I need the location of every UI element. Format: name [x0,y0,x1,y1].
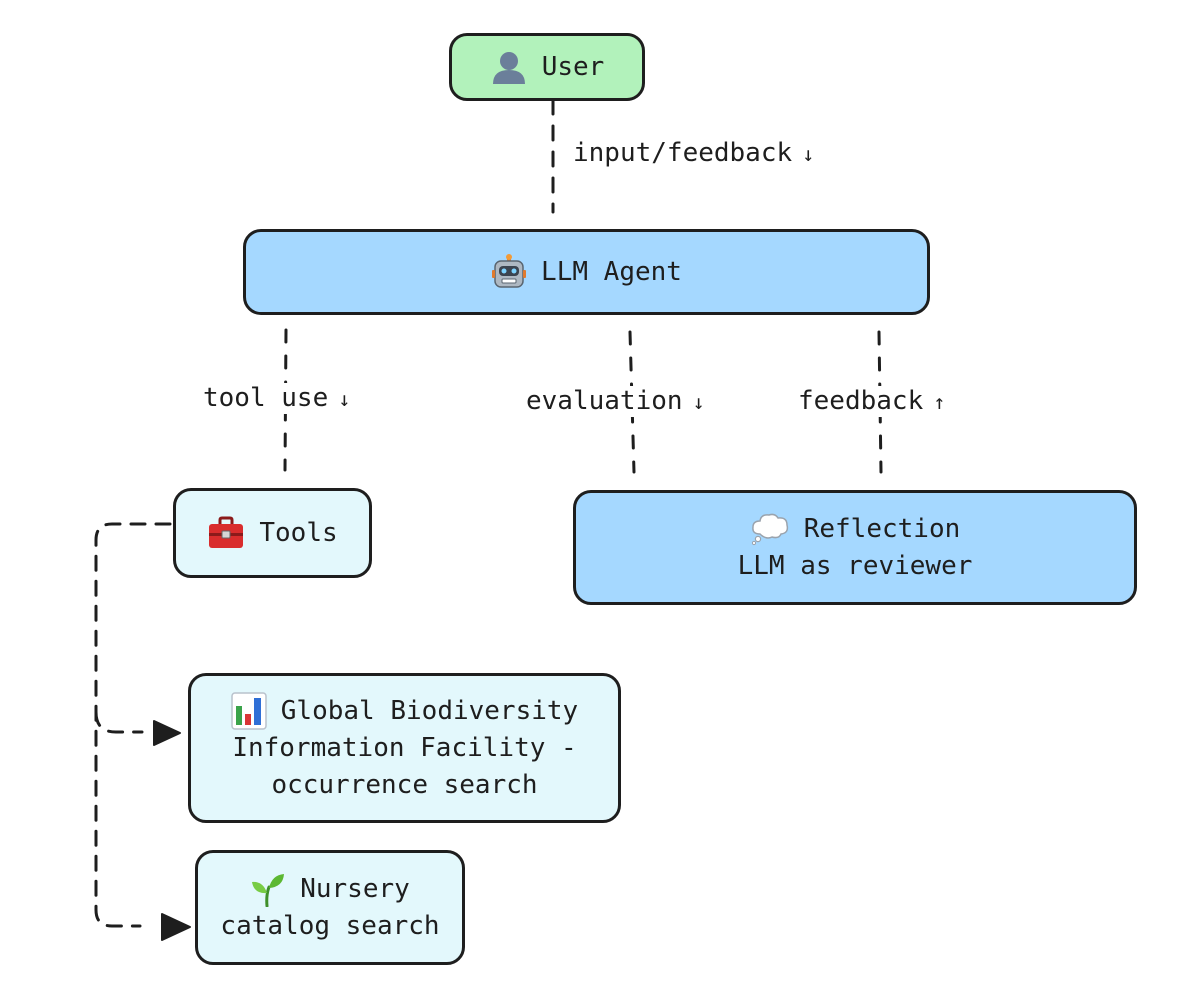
bar-chart-icon [231,692,267,730]
nursery-line-1: Nursery [300,873,410,904]
edge-label-feedback: feedback ↑ [796,386,948,417]
edge-tools-gbif [94,710,144,734]
llm-agent-node[interactable]: LLM Agent [243,229,930,315]
down-arrow-icon: ↓ [802,142,815,166]
down-arrow-icon: ↓ [692,390,705,414]
gbif-line-2: Information Facility - [232,733,577,763]
gbif-search-node[interactable]: Global Biodiversity Information Facility… [188,673,621,823]
edge-label-text: feedback [798,386,924,416]
gbif-line-3: occurrence search [271,770,538,800]
edge-agent-tools [283,328,288,472]
edge-label-text: tool use [203,383,329,413]
user-node[interactable]: User [449,33,645,101]
edge-label-evaluation: evaluation ↓ [524,386,707,417]
edge-agent-reflection [628,330,636,474]
nursery-line-2: catalog search [220,910,440,941]
up-arrow-icon: ↑ [933,390,946,414]
robot-icon [491,254,527,290]
reflection-subtitle: LLM as reviewer [737,550,973,581]
toolbox-icon [207,515,245,551]
edge-label-tool-use: tool use ↓ [201,383,353,414]
tools-label: Tools [259,517,338,548]
down-arrow-icon: ↓ [338,387,351,411]
seedling-icon [250,871,286,907]
arrowhead-gbif [153,720,181,746]
edge-label-text: evaluation [526,386,683,416]
user-label: User [541,51,605,82]
edge-reflection-agent [877,330,883,474]
reflection-title: Reflection [803,513,961,544]
reflection-node[interactable]: Reflection LLM as reviewer [573,490,1137,605]
user-silhouette-icon [490,48,528,86]
edge-label-input-feedback: input/feedback ↓ [571,138,817,169]
arrowhead-nursery [161,913,191,941]
tools-node[interactable]: Tools [173,488,372,578]
agent-label: LLM Agent [541,256,682,287]
edge-tools-children [94,522,172,928]
thought-balloon-icon [750,512,790,546]
nursery-search-node[interactable]: Nursery catalog search [195,850,465,965]
gbif-line-1: Global Biodiversity [280,695,579,726]
edge-label-text: input/feedback [573,138,793,168]
